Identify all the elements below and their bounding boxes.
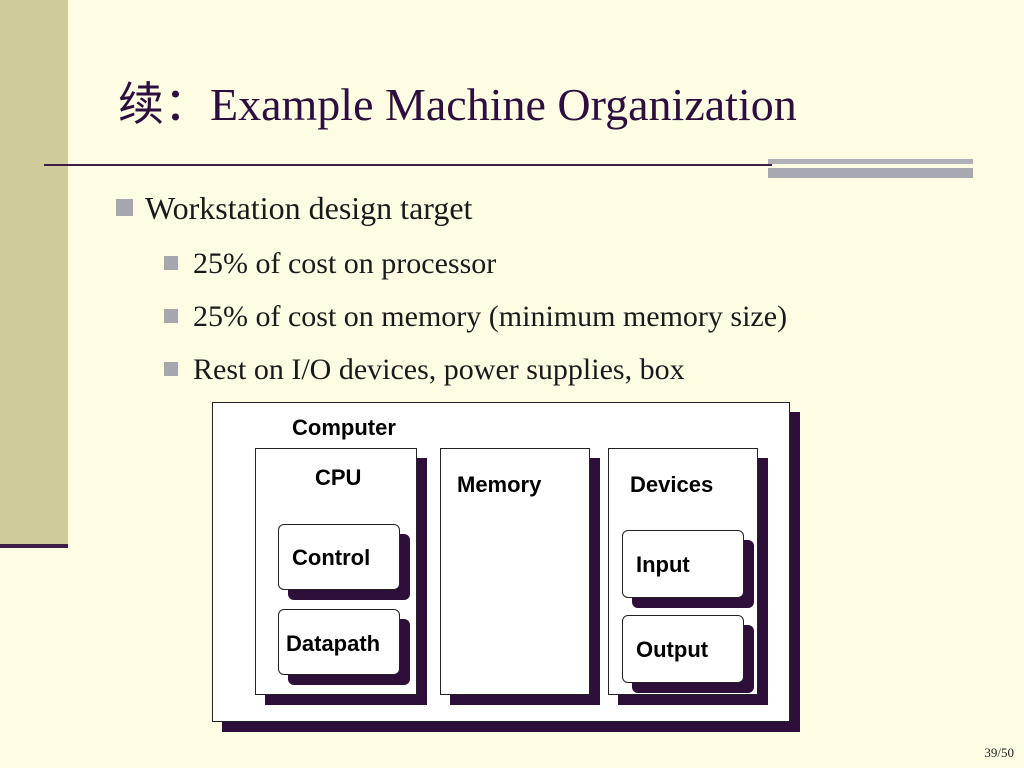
title-decoration-bars — [768, 159, 973, 179]
decoration-bar-thick — [768, 168, 973, 178]
page-number: 39/50 — [984, 745, 1014, 760]
sub-bullet-item: 25% of cost on processor — [164, 247, 496, 281]
square-bullet-icon — [164, 309, 178, 323]
control-box — [278, 524, 400, 590]
input-box — [622, 530, 744, 598]
memory-box — [440, 448, 590, 695]
sub-bullet-text: 25% of cost on memory (minimum memory si… — [193, 300, 788, 333]
control-label: Control — [292, 545, 371, 570]
bullet-text: Workstation design target — [145, 190, 473, 226]
square-bullet-icon — [164, 362, 178, 376]
datapath-box — [278, 609, 400, 675]
computer-label: Computer — [292, 415, 396, 440]
datapath-label: Datapath — [286, 631, 381, 656]
devices-label: Devices — [630, 472, 714, 497]
cpu-label: CPU — [315, 465, 362, 490]
output-box — [622, 615, 744, 683]
square-bullet-icon — [164, 256, 178, 270]
left-decoration-rule — [0, 544, 68, 548]
sub-bullet-text: Rest on I/O devices, power supplies, box — [193, 353, 685, 386]
slide-title: 续：Example Machine Organization — [118, 79, 797, 130]
bullet-item: Workstation design target — [116, 190, 472, 227]
sub-bullet-item: Rest on I/O devices, power supplies, box — [164, 353, 685, 387]
decoration-bar-thin — [768, 159, 973, 164]
sub-bullet-item: 25% of cost on memory (minimum memory si… — [164, 300, 787, 334]
input-label: Input — [636, 552, 690, 577]
output-label: Output — [636, 637, 709, 662]
square-bullet-icon — [116, 199, 133, 216]
memory-label: Memory — [457, 472, 542, 497]
sub-bullet-text: 25% of cost on processor — [193, 247, 497, 280]
title-underline — [44, 164, 772, 166]
left-decoration-bar — [0, 0, 68, 545]
